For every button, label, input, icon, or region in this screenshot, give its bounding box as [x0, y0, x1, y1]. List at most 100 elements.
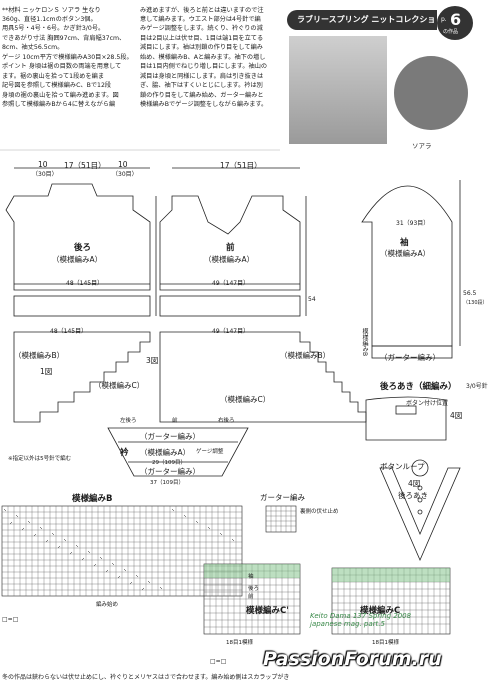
back-hem-band — [13, 295, 151, 317]
front-neck-measure: 17（51目） — [220, 161, 262, 170]
gauge-adjust-note: ゲージ調整 — [196, 449, 224, 455]
chart-start-label: 編み始め — [96, 602, 119, 608]
sleeve-length-measure: 56.5 — [463, 290, 477, 297]
intro-line: 身頃の裾の裏山を拾って編み進めます。図 — [2, 92, 119, 99]
fig3-steps — [159, 331, 367, 423]
back-opening-label: 後ろあき（細編み） — [380, 382, 457, 392]
sleeve-pattern-label: （模様編みA） — [380, 249, 431, 258]
pattern-c-label-left: （模様編みC） — [94, 381, 145, 390]
intro-line: 鎖の作り目をして編み始め、ガーター編みと — [140, 92, 264, 99]
intro-line: 始め、模様編みB、Aと編みます。袖下の増し — [140, 54, 266, 61]
back-mark: 後ろ — [248, 586, 260, 592]
intro-line: ポイント 身頃は裾の目数の両端を用意して — [2, 63, 122, 70]
source-watermark: Keito Dama 137 Spring 2008 japanese mag.… — [310, 612, 412, 628]
collar-label: 衿 — [120, 448, 129, 458]
sleeve-mark: 袖 — [248, 574, 254, 580]
back-hem-measure: 48（145目） — [50, 328, 88, 335]
pattern-c-label-right: （模様編みC） — [220, 395, 271, 404]
pattern-b-chart — [1, 505, 243, 597]
garter-chart — [265, 505, 297, 533]
page-prefix: p. — [441, 16, 447, 23]
back-opening-needle: 3/0号針 — [466, 383, 488, 390]
needle-note: ※指定以外は5号針で編む — [8, 456, 72, 462]
intro-line: 目は2目以上は伏せ目、1目は端1目を立てる — [140, 35, 264, 42]
fig1-label: 1図 — [40, 367, 53, 376]
back-piece-label: 後ろ — [74, 243, 92, 253]
collar-bottom-measure: 37（109目） — [150, 480, 184, 486]
collar-front-label: 前 — [172, 418, 178, 424]
front-piece-label: 前 — [226, 243, 235, 253]
site-watermark: PassionForum.ru — [263, 648, 442, 670]
pattern-c-prime-title: 模様編みC' — [246, 606, 289, 616]
fig3-label: 3図 — [146, 356, 159, 365]
legend-symbol-1: □=□ — [2, 616, 19, 623]
legend-symbol-2: □=□ — [210, 658, 227, 665]
collar-left-back-label: 左後ろ — [120, 418, 137, 424]
collar-garter-top: （ガーター編み） — [140, 432, 200, 441]
sleeve-pattern-b-side: 模様編みB — [361, 328, 368, 357]
intro-line: 参照して模様編みBから4に替えながら編 — [2, 101, 116, 108]
intro-line: **材料 ニッケロンＳ ソアラ 生なり — [2, 7, 101, 14]
collar-garter-bottom: （ガーター編み） — [140, 467, 200, 476]
shoulder-left-stitches: （30目） — [32, 171, 58, 178]
front-outline — [159, 195, 301, 291]
intro-line: ぎ、脇、袖下はすくいとじにします。衿は別 — [140, 82, 263, 89]
collection-banner: ラブリースプリング ニットコレクション — [287, 10, 437, 44]
back-neck-measure: 17（51目） — [64, 161, 106, 170]
pattern-b-label-left: （模様編みB） — [14, 351, 65, 360]
fig1-steps — [13, 331, 151, 423]
front-pattern-label: （模様編みA） — [204, 255, 255, 264]
body-length-measure: 54 — [308, 296, 316, 303]
page-number: 6 — [450, 10, 462, 29]
pattern-c-repeat: 18目1模様 — [372, 640, 399, 646]
intro-line: み進めますが、後ろと前とは違いますので注 — [140, 7, 264, 14]
intro-line: ます。裾の裏山を拾って1段めを編ま — [2, 73, 105, 80]
page-badge: p. 6 の作品 — [437, 6, 473, 40]
page-suffix: の作品 — [443, 29, 459, 35]
intro-line: 減目は身頃と同様にします。肩は引き抜きは — [140, 73, 264, 80]
collar-pattern-label: （模様編みA） — [140, 448, 191, 457]
back-opening-outline — [365, 396, 447, 441]
sleeve-cuff — [371, 345, 453, 359]
intro-line: 目は1目内側でねじり増し目にします。袖山の — [140, 63, 268, 70]
fig4-top-label: 4図 — [450, 411, 463, 420]
collar-right-back-label: 右後ろ — [218, 418, 235, 424]
intro-line: 減目にします。袖は別鎖の作り目をして編み — [140, 44, 263, 51]
collar-width-measure: 29（109目） — [152, 460, 186, 466]
intro-line: 記号図を参照して模様編みC、Bで12段 — [2, 82, 112, 89]
intro-line: 意して編みます。ウエスト部分は4号針で編 — [140, 16, 261, 23]
shoulder-right-stitches: （30目） — [112, 171, 138, 178]
back-pattern-label: （模様編みA） — [52, 255, 103, 264]
sleeve-garter-label: （ガーター編み） — [380, 353, 440, 362]
pattern-c-title: 模様編みC — [360, 606, 401, 616]
back-width-measure: 48（145目） — [66, 280, 104, 287]
pattern-b-label-right: （模様編みB） — [280, 351, 331, 360]
shoulder-right-measure: 10 — [118, 160, 128, 169]
collar-outline — [107, 427, 249, 477]
front-hem-measure: 49（147目） — [212, 328, 250, 335]
footer-note: 冬の作品は鋏わらないは伏せ止めにし、衿ぐりとメリヤスはさで合わせます。編み始め側… — [2, 674, 290, 681]
front-mark: 前 — [248, 594, 254, 600]
button-attach-label: ボタン付け位置 — [406, 400, 449, 407]
sleeve-rows-measure: （130段） — [463, 300, 488, 306]
sleeve-outline — [361, 185, 453, 347]
button-loop-v — [379, 467, 461, 562]
front-hem-band — [159, 295, 301, 317]
garter-note: 裏側の伏せ止め — [300, 509, 339, 515]
intro-line: 8cm、袖丈56.5cm。 — [2, 44, 64, 51]
intro-line: ゲージ 10cm平方で模様編みA30目×28.5段。 — [2, 54, 133, 61]
sleeve-width-measure: 31（93目） — [396, 220, 430, 227]
fig4-label: 4図 — [408, 479, 421, 488]
front-width-measure: 49（147目） — [212, 280, 250, 287]
back-opening-small: 後ろあき — [398, 491, 428, 500]
intro-line: 模様編みBでゲージ調整をしながら編みます。 — [140, 101, 268, 108]
swatch-caption: ソアラ — [412, 142, 432, 150]
model-photo — [289, 36, 387, 144]
garter-title: ガーター編み — [260, 493, 305, 502]
intro-line: 用具5号・4号・6号。かぎ針3/0号。 — [2, 25, 105, 32]
intro-line: みゲージ調整をします。続くり、衿ぐりの減 — [140, 25, 263, 32]
back-outline — [5, 183, 151, 291]
pattern-c-prime-repeat: 18目1模様 — [226, 640, 253, 646]
